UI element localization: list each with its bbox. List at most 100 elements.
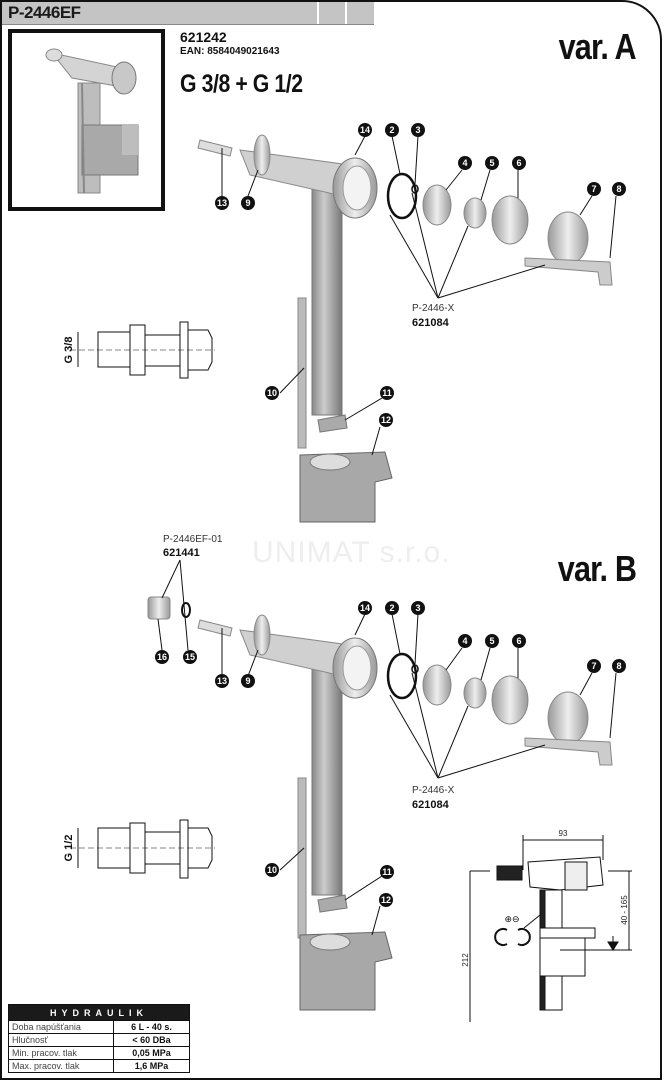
callout-a-8: 8 bbox=[612, 182, 626, 196]
adapter-kit-label: P-2446EF-01 bbox=[163, 534, 223, 545]
part-5 bbox=[463, 677, 487, 709]
svg-text:8: 8 bbox=[616, 184, 621, 194]
callout-a-3: 3 bbox=[411, 123, 425, 137]
o-ring-2 bbox=[386, 652, 418, 700]
rotate-cw-icon bbox=[517, 928, 531, 946]
callout-b-8: 8 bbox=[612, 659, 626, 673]
assembly-var-a bbox=[197, 134, 617, 523]
svg-text:2: 2 bbox=[389, 125, 394, 135]
part-6 bbox=[491, 675, 529, 725]
svg-text:13: 13 bbox=[217, 676, 227, 686]
rotate-ccw-icon bbox=[494, 928, 508, 946]
kit-label-a: P-2446-X bbox=[412, 303, 455, 314]
svg-text:6: 6 bbox=[516, 158, 521, 168]
callout-a-10: 10 bbox=[265, 386, 279, 400]
svg-text:11: 11 bbox=[382, 867, 392, 877]
water-level-icon bbox=[607, 941, 619, 951]
svg-text:7: 7 bbox=[591, 661, 596, 671]
adapter-part-16 bbox=[147, 596, 171, 620]
kit-label-b: P-2446-X bbox=[412, 785, 455, 796]
header-separator bbox=[345, 2, 347, 24]
svg-text:10: 10 bbox=[267, 865, 277, 875]
float-cup-12 bbox=[299, 931, 393, 1011]
svg-text:5: 5 bbox=[489, 158, 494, 168]
part-8 bbox=[524, 257, 613, 286]
callout-a-12: 12 bbox=[379, 413, 393, 427]
flange-part bbox=[253, 134, 271, 176]
callout-a-5: 5 bbox=[485, 156, 499, 170]
thread-size: G 3/8 + G 1/2 bbox=[180, 70, 303, 98]
kit-code-b: 621084 bbox=[412, 799, 449, 811]
width-dimension: 93 bbox=[559, 829, 568, 838]
range-dimension: 40 - 165 bbox=[620, 895, 629, 925]
part-11 bbox=[317, 894, 348, 913]
adjust-symbols: ⊕⊖ bbox=[504, 915, 519, 925]
callout-a-4: 4 bbox=[458, 156, 472, 170]
riser-pipe bbox=[311, 664, 343, 896]
svg-text:16: 16 bbox=[157, 652, 167, 662]
part-7 bbox=[547, 691, 589, 745]
callout-b-7: 7 bbox=[587, 659, 601, 673]
adapter-kit-code: 621441 bbox=[163, 547, 200, 559]
svg-text:5: 5 bbox=[489, 636, 494, 646]
height-dimension: 212 bbox=[461, 953, 470, 967]
svg-text:9: 9 bbox=[245, 198, 250, 208]
o-ring-15 bbox=[181, 602, 191, 618]
kit-code-a: 621084 bbox=[412, 317, 449, 329]
svg-text:3: 3 bbox=[415, 125, 420, 135]
float-rod-10 bbox=[297, 777, 307, 939]
svg-text:4: 4 bbox=[462, 158, 467, 168]
svg-text:2: 2 bbox=[389, 603, 394, 613]
callout-b-5: 5 bbox=[485, 634, 499, 648]
callout-a-2: 2 bbox=[385, 123, 399, 137]
product-name: P-2446EF bbox=[8, 3, 81, 22]
callout-a-6: 6 bbox=[512, 156, 526, 170]
part-13 bbox=[197, 139, 233, 157]
part-4 bbox=[422, 664, 452, 706]
callout-b-14: 14 bbox=[358, 601, 372, 615]
dimension-drawing: 93 212 40 - 165 ⊕⊖ bbox=[461, 829, 632, 1022]
kit-leader-lines-a bbox=[221, 135, 617, 456]
svg-text:11: 11 bbox=[382, 388, 392, 398]
callout-b-12: 12 bbox=[379, 893, 393, 907]
callout-b-11: 11 bbox=[380, 865, 394, 879]
product-thumbnail bbox=[8, 29, 165, 211]
valve-thumbnail-icon bbox=[45, 48, 139, 194]
callout-b-2: 2 bbox=[385, 601, 399, 615]
riser-pipe bbox=[311, 184, 343, 416]
variant-a-title: var. A bbox=[558, 26, 637, 67]
svg-text:3: 3 bbox=[415, 603, 420, 613]
part-8 bbox=[524, 737, 613, 766]
callout-a-13: 13 bbox=[215, 196, 229, 210]
ean-code: EAN: 8584049021643 bbox=[180, 46, 280, 57]
part-13 bbox=[197, 619, 233, 637]
svg-text:12: 12 bbox=[381, 895, 391, 905]
part-7 bbox=[547, 211, 589, 265]
callout-a-7: 7 bbox=[587, 182, 601, 196]
callouts: 14 2 3 4 5 6 7 8 13 9 10 11 12 14 2 3 4 5 6 7 8 16 15 13 9 10 11 12 bbox=[155, 123, 626, 907]
callout-b-16: 16 bbox=[155, 650, 169, 664]
callout-b-4: 4 bbox=[458, 634, 472, 648]
part-5 bbox=[463, 197, 487, 229]
part-6 bbox=[491, 195, 529, 245]
assembly-var-b bbox=[147, 559, 617, 1011]
svg-text:10: 10 bbox=[267, 388, 277, 398]
callout-b-15: 15 bbox=[183, 650, 197, 664]
callout-a-14: 14 bbox=[358, 123, 372, 137]
callout-a-11: 11 bbox=[380, 386, 394, 400]
svg-text:9: 9 bbox=[245, 676, 250, 686]
watermark: UNIMAT s.r.o. bbox=[252, 536, 451, 569]
svg-text:4: 4 bbox=[462, 636, 467, 646]
thread-label-b: G 1/2 bbox=[63, 835, 75, 862]
callout-b-3: 3 bbox=[411, 601, 425, 615]
kit-leader-lines-b bbox=[157, 559, 617, 936]
spec-table-title: HYDRAULIK bbox=[8, 1004, 190, 1021]
svg-text:6: 6 bbox=[516, 636, 521, 646]
part-4 bbox=[422, 184, 452, 226]
thread-drawing-g12: G 1/2 bbox=[63, 819, 215, 879]
svg-text:13: 13 bbox=[217, 198, 227, 208]
